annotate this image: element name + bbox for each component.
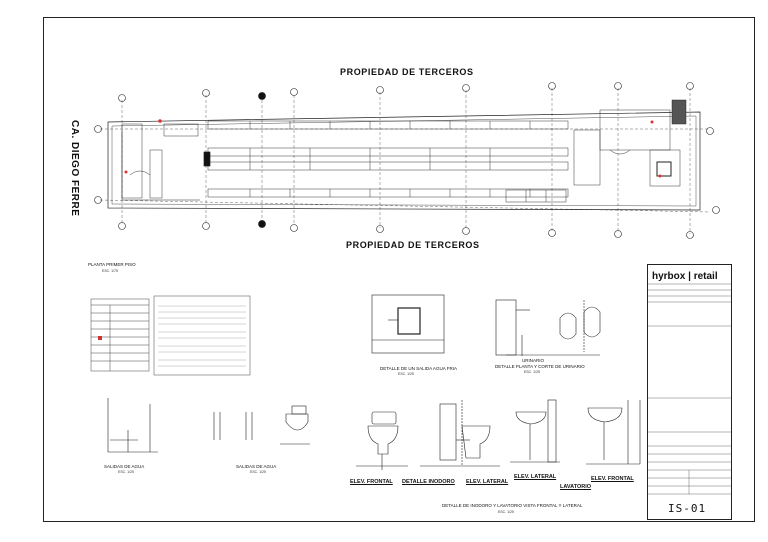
pipe-detail-caption: DETALLE DE UN SALIDA AGUA FRIA [380, 366, 457, 371]
water-outlets-1-scale: ESC. 1/25 [118, 470, 134, 474]
north-boundary-label: PROPIEDAD DE TERCEROS [340, 67, 474, 77]
sink-side-label: ELEV. LATERAL [514, 474, 557, 480]
urinal-label: URINARIO [522, 358, 545, 363]
toilet-front-label: ELEV. FRONTAL [350, 479, 393, 485]
company-logo: hyrbox | retail [652, 271, 718, 282]
bottom-scale: ESC. 1/25 [498, 510, 514, 514]
water-outlets-2-caption: SALIDAS DE AGUA [236, 464, 277, 469]
south-boundary-label: PROPIEDAD DE TERCEROS [346, 240, 480, 250]
urinal-caption: DETALLE PLANTA Y CORTE DE URINARIO [495, 364, 585, 369]
title-block: hyrbox | retail IS-01 [647, 264, 732, 520]
water-outlets-1-caption: SALIDAS DE AGUA [104, 464, 145, 469]
water-outlets-2-scale: ESC. 1/25 [250, 470, 266, 474]
sink-group-label: LAVATORIO [560, 484, 592, 490]
pipe-detail-scale: ESC. 1/25 [398, 372, 414, 376]
toilet-detail-label: DETALLE INODORO [402, 479, 455, 485]
plan-scale: ESC. 1/75 [102, 269, 118, 273]
plan-title: PLANTA PRIMER PISO [88, 262, 136, 267]
toilet-side-label: ELEV. LATERAL [466, 479, 509, 485]
sheet-code: IS-01 [668, 502, 707, 515]
urinal-scale: ESC. 1/25 [524, 370, 540, 374]
drawing-sheet [43, 17, 755, 522]
street-label: CA. DIEGO FERRE [69, 120, 80, 217]
bottom-caption: DETALLE DE INODORO Y LAVATORIO VISTA FRO… [442, 503, 583, 508]
sink-front-label: ELEV. FRONTAL [591, 476, 634, 482]
